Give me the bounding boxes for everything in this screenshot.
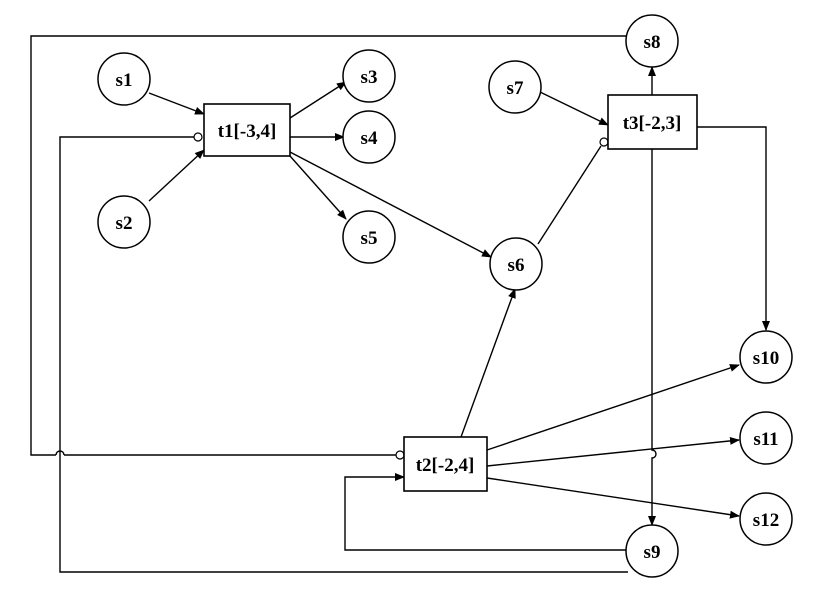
place-s3-label: s3: [361, 67, 378, 88]
transition-t3-label: t3[-2,3]: [623, 113, 682, 134]
place-s1[interactable]: s1: [97, 52, 151, 106]
arc-t2-s10: [486, 364, 740, 451]
place-s3[interactable]: s3: [342, 49, 396, 103]
arc-t3-s10: [697, 126, 770, 331]
place-s6-label: s6: [508, 255, 525, 276]
arc-t2-s6: [460, 288, 516, 438]
place-s7-label: s7: [507, 78, 524, 99]
inhibitor-dot-t2: [395, 450, 405, 460]
place-s2-label: s2: [116, 213, 133, 234]
place-s7[interactable]: s7: [488, 60, 542, 114]
place-s9[interactable]: s9: [625, 524, 679, 578]
arc-s8-t2-inhibitor: [30, 35, 628, 456]
place-s1-label: s1: [116, 70, 133, 91]
place-s11[interactable]: s11: [739, 411, 793, 465]
place-s11-label: s11: [753, 429, 778, 450]
place-s8-label: s8: [644, 32, 661, 53]
arc-t1-s6: [289, 151, 492, 258]
arc-s6-t3-inhibitor: [537, 145, 602, 245]
arc-t3-s9: [648, 149, 657, 526]
arc-s2-t1: [148, 149, 205, 202]
arc-s9-t2: [344, 473, 628, 551]
arc-t1-s3: [289, 81, 347, 119]
place-s10-label: s10: [753, 348, 779, 369]
transition-t1-label: t1[-3,4]: [218, 121, 277, 142]
inhibitor-dot-t3: [599, 137, 609, 147]
place-s10[interactable]: s10: [739, 330, 793, 384]
place-s5-label: s5: [361, 228, 378, 249]
transition-t2-label: t2[-2,4]: [416, 455, 475, 476]
place-s12-label: s12: [753, 510, 779, 531]
arc-s1-t1: [148, 92, 205, 115]
transitions-layer: t1[-3,4] t2[-2,4] t3[-2,3]: [203, 94, 698, 492]
arc-t1-s5: [289, 155, 347, 220]
arcs-layer: [30, 35, 770, 573]
place-s8[interactable]: s8: [625, 14, 679, 68]
place-s2[interactable]: s2: [97, 195, 151, 249]
place-s4[interactable]: s4: [342, 110, 396, 164]
arc-s7-t3: [539, 91, 609, 126]
inhibitor-dot-t1: [193, 132, 203, 142]
place-s12[interactable]: s12: [739, 492, 793, 546]
transition-t2[interactable]: t2[-2,4]: [403, 436, 488, 492]
arc-t2-s12: [486, 477, 740, 519]
arc-s9-t1-inhibitor: [59, 136, 628, 573]
place-s4-label: s4: [361, 128, 378, 149]
place-s5[interactable]: s5: [342, 210, 396, 264]
place-s6[interactable]: s6: [489, 237, 543, 291]
place-s9-label: s9: [644, 542, 661, 563]
transition-t3[interactable]: t3[-2,3]: [607, 94, 698, 150]
places-layer: s1 s2 s3 s4 s5 s6 s7 s8: [97, 14, 793, 578]
arc-t2-s11: [486, 436, 740, 467]
transition-t1[interactable]: t1[-3,4]: [203, 103, 291, 157]
